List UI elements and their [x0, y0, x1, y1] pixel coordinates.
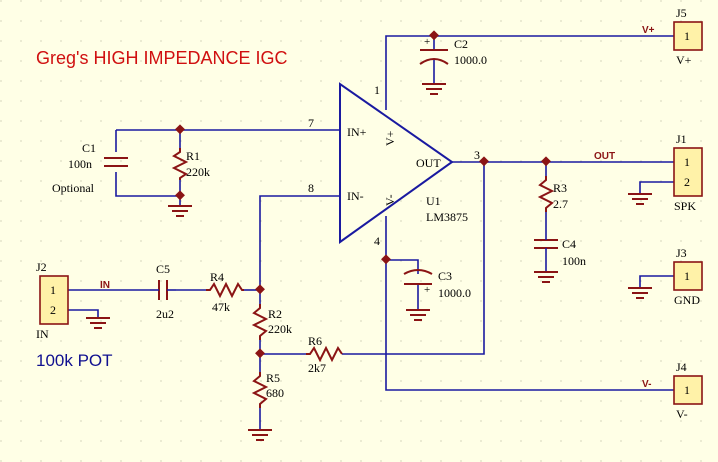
- c1-ref: C1: [82, 141, 96, 155]
- pin-number-4: 4: [374, 234, 380, 248]
- j1-ref: J1: [676, 132, 687, 146]
- r6-value: 2k7: [308, 361, 326, 375]
- resistor-r5: R5 680: [251, 371, 284, 408]
- resistor-r2: R2 220k: [251, 304, 292, 340]
- ground-icon: [422, 83, 446, 95]
- c5-ref: C5: [156, 262, 170, 276]
- j5-label: V+: [676, 53, 692, 67]
- capacitor-c2: + C2 1000.0: [419, 36, 487, 67]
- ground-icon: [168, 205, 192, 217]
- r3-value: 2.7: [553, 197, 568, 211]
- j3-label: GND: [674, 293, 700, 307]
- j4-ref: J4: [676, 360, 687, 374]
- resistor-r1: R1 220k: [171, 148, 210, 180]
- j5-pin1: 1: [684, 29, 690, 43]
- j1-pin1: 1: [684, 155, 690, 169]
- net-label-in: IN: [100, 280, 110, 291]
- opamp-u1: IN+ IN- OUT V+ V- U1 LM3875: [339, 82, 468, 244]
- j2-ref: J2: [36, 260, 47, 274]
- connector-j1: 1 2 J1 SPK: [673, 132, 703, 213]
- c4-ref: C4: [562, 237, 576, 251]
- pin-number-1: 1: [374, 83, 380, 97]
- c3-ref: C3: [438, 269, 452, 283]
- ground-symbols: [86, 83, 652, 441]
- connector-j3: 1 J3 GND: [673, 246, 703, 307]
- connector-j2: 1 2 J2 IN: [36, 260, 69, 341]
- opamp-ref: U1: [426, 194, 441, 208]
- r2-value: 220k: [268, 322, 292, 336]
- junctions: [175, 30, 551, 359]
- capacitor-c5: C5 2u2: [150, 262, 176, 321]
- wires: [68, 35, 674, 430]
- c1-note: Optional: [52, 181, 95, 195]
- resistor-r4: R4 47k: [206, 270, 244, 314]
- r2-ref: R2: [268, 307, 282, 321]
- c2-value: 1000.0: [454, 53, 487, 67]
- j3-ref: J3: [676, 246, 687, 260]
- opamp-out-label: OUT: [416, 156, 441, 170]
- c4-value: 100n: [562, 254, 586, 268]
- ground-icon: [628, 193, 652, 205]
- resistor-r6: R6 2k7: [306, 334, 343, 375]
- r1-value: 220k: [186, 165, 210, 179]
- j3-pin1: 1: [684, 269, 690, 283]
- j2-label: IN: [36, 327, 49, 341]
- r3-ref: R3: [553, 181, 567, 195]
- opamp-in-plus-label: IN+: [347, 125, 367, 139]
- r4-ref: R4: [210, 270, 224, 284]
- c3-value: 1000.0: [438, 286, 471, 300]
- c2-polarity: +: [424, 36, 430, 48]
- r5-value: 680: [266, 386, 284, 400]
- connector-j5: 1 J5 V+: [673, 6, 703, 67]
- schematic-title: Greg's HIGH IMPEDANCE IGC: [36, 48, 287, 68]
- opamp-vminus-label: V-: [383, 194, 397, 206]
- capacitor-c3: + C3 1000.0: [403, 269, 471, 300]
- net-label-vminus: V-: [642, 379, 651, 390]
- ground-icon: [534, 271, 558, 283]
- j5-ref: J5: [676, 6, 687, 20]
- resistor-r3: R3 2.7: [537, 176, 568, 212]
- ground-icon: [86, 317, 110, 329]
- capacitor-c4: C4 100n: [534, 236, 586, 268]
- ground-icon: [406, 309, 430, 321]
- c2-ref: C2: [454, 37, 468, 51]
- j2-pin2: 2: [50, 303, 56, 317]
- opamp-body: [339, 82, 454, 244]
- ground-icon: [248, 429, 272, 441]
- net-label-out: OUT: [594, 151, 615, 162]
- r4-value: 47k: [212, 300, 230, 314]
- connector-j4: 1 J4 V-: [673, 360, 703, 421]
- capacitor-c1: C1 100n Optional: [52, 141, 128, 195]
- c3-polarity: +: [424, 284, 430, 296]
- pot-note: 100k POT: [36, 351, 113, 370]
- net-label-vplus: V+: [642, 25, 655, 36]
- r1-ref: R1: [186, 149, 200, 163]
- pin-number-8: 8: [308, 181, 314, 195]
- c1-value: 100n: [68, 157, 92, 171]
- r5-ref: R5: [266, 371, 280, 385]
- opamp-vplus-label: V+: [383, 130, 397, 146]
- j1-label: SPK: [674, 199, 696, 213]
- j4-pin1: 1: [684, 383, 690, 397]
- j1-pin2: 2: [684, 175, 690, 189]
- opamp-in-minus-label: IN-: [347, 189, 364, 203]
- ground-icon: [628, 287, 652, 299]
- r6-ref: R6: [308, 334, 322, 348]
- pin-number-3: 3: [474, 148, 480, 162]
- pin-number-7: 7: [308, 116, 314, 130]
- opamp-part: LM3875: [426, 210, 468, 224]
- c5-value: 2u2: [156, 307, 174, 321]
- j2-pin1: 1: [50, 283, 56, 297]
- j4-label: V-: [676, 407, 688, 421]
